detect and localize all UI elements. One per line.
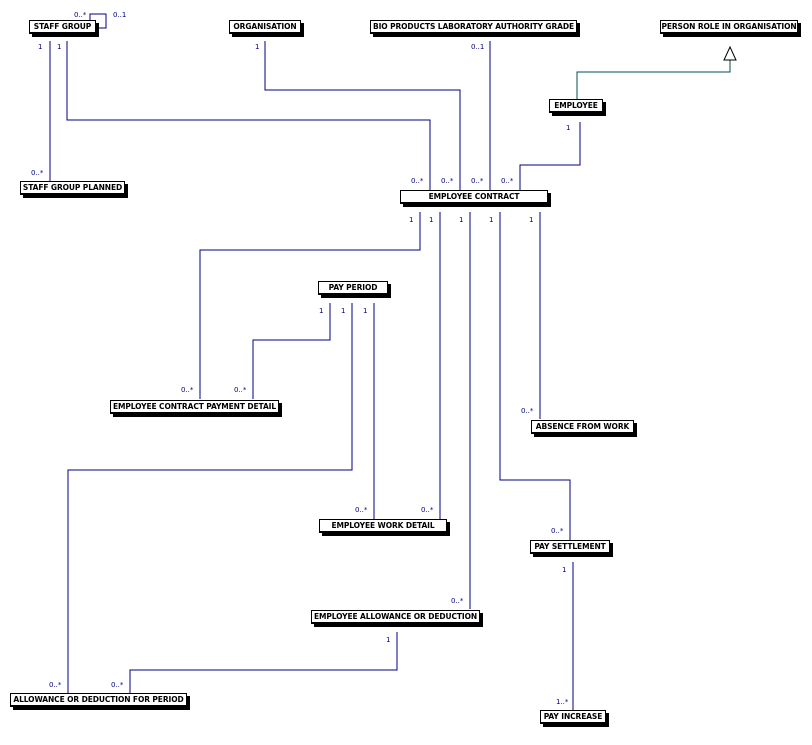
entity-label: STAFF GROUP bbox=[33, 22, 92, 31]
entity-employee-contract[interactable]: EMPLOYEE CONTRACT bbox=[400, 190, 548, 204]
mult-staff-group-self-many: 0..* bbox=[74, 11, 87, 19]
mult-organisation-one: 1 bbox=[255, 43, 260, 51]
generalization-arrowhead bbox=[723, 45, 737, 61]
mult-contract-many-grade: 0..* bbox=[471, 177, 484, 185]
entity-label: ABSENCE FROM WORK bbox=[535, 422, 630, 431]
assoc-contract-payment-detail bbox=[199, 212, 421, 399]
entity-label: EMPLOYEE bbox=[554, 101, 598, 110]
entity-label: PAY SETTLEMENT bbox=[534, 542, 606, 551]
mult-payment-detail-many-2: 0..* bbox=[234, 386, 247, 394]
mult-payment-detail-many-1: 0..* bbox=[181, 386, 194, 394]
mult-pay-period-one-1: 1 bbox=[319, 307, 324, 315]
mult-contract-one-4: 1 bbox=[489, 216, 494, 224]
entity-staff-group[interactable]: STAFF GROUP bbox=[29, 20, 96, 34]
entity-label: PAY PERIOD bbox=[328, 283, 378, 292]
entity-label: STAFF GROUP PLANNED bbox=[22, 183, 123, 192]
mult-staff-group-planned-many: 0..* bbox=[31, 169, 44, 177]
generalization-employee-person-role bbox=[576, 60, 731, 100]
mult-pay-increase-many: 1..* bbox=[556, 698, 569, 706]
assoc-contract-pay-settlement bbox=[499, 212, 571, 540]
entity-label: EMPLOYEE WORK DETAIL bbox=[331, 521, 435, 530]
entity-staff-group-planned[interactable]: STAFF GROUP PLANNED bbox=[20, 181, 125, 195]
assoc-staff-group-contract bbox=[66, 41, 431, 190]
entity-pay-period[interactable]: PAY PERIOD bbox=[318, 281, 388, 295]
mult-contract-many-organisation: 0..* bbox=[441, 177, 454, 185]
mult-grade-optional: 0..1 bbox=[471, 43, 485, 51]
mult-staff-group-one-b: 1 bbox=[57, 43, 62, 51]
entity-pay-increase[interactable]: PAY INCREASE bbox=[540, 710, 606, 724]
assoc-payperiod-allowance-period bbox=[67, 303, 353, 693]
mult-allowance-many: 0..* bbox=[451, 597, 464, 605]
mult-contract-one-3: 1 bbox=[459, 216, 464, 224]
entity-contract-payment-detail[interactable]: EMPLOYEE CONTRACT PAYMENT DETAIL bbox=[110, 400, 279, 414]
mult-staff-group-one-a: 1 bbox=[38, 43, 43, 51]
assoc-employee-contract bbox=[519, 122, 581, 190]
assoc-payperiod-payment-detail bbox=[252, 303, 331, 399]
mult-contract-many-employee: 0..* bbox=[501, 177, 514, 185]
entity-label: EMPLOYEE CONTRACT bbox=[428, 192, 520, 201]
entity-employee-work-detail[interactable]: EMPLOYEE WORK DETAIL bbox=[319, 519, 447, 533]
mult-contract-one-2: 1 bbox=[429, 216, 434, 224]
entity-absence-from-work[interactable]: ABSENCE FROM WORK bbox=[531, 420, 634, 434]
entity-employee-allowance-deduction[interactable]: EMPLOYEE ALLOWANCE OR DEDUCTION bbox=[311, 610, 480, 624]
mult-absence-many: 0..* bbox=[521, 407, 534, 415]
mult-pay-period-one-3: 1 bbox=[363, 307, 368, 315]
mult-staff-group-self-one: 0..1 bbox=[113, 11, 127, 19]
mult-pay-period-one-2: 1 bbox=[341, 307, 346, 315]
mult-allowance-period-many-1: 0..* bbox=[49, 681, 62, 689]
entity-employee[interactable]: EMPLOYEE bbox=[549, 99, 603, 113]
mult-pay-settlement-many: 0..* bbox=[551, 527, 564, 535]
mult-employee-one: 1 bbox=[566, 124, 571, 132]
entity-allowance-deduction-period[interactable]: ALLOWANCE OR DEDUCTION FOR PERIOD bbox=[10, 693, 187, 707]
entity-label: ALLOWANCE OR DEDUCTION FOR PERIOD bbox=[13, 695, 184, 704]
entity-organisation[interactable]: ORGANISATION bbox=[229, 20, 301, 34]
assoc-allowance-period bbox=[129, 632, 398, 693]
mult-pay-settlement-one: 1 bbox=[562, 566, 567, 574]
entity-label: EMPLOYEE ALLOWANCE OR DEDUCTION bbox=[313, 612, 478, 621]
entity-pay-settlement[interactable]: PAY SETTLEMENT bbox=[530, 540, 610, 554]
entity-bio-products-grade[interactable]: BIO PRODUCTS LABORATORY AUTHORITY GRADE bbox=[370, 20, 577, 34]
entity-label: ORGANISATION bbox=[233, 22, 297, 31]
mult-contract-many-staff-group: 0..* bbox=[411, 177, 424, 185]
mult-work-detail-many-2: 0..* bbox=[421, 506, 434, 514]
assoc-organisation-contract bbox=[264, 41, 461, 190]
entity-label: BIO PRODUCTS LABORATORY AUTHORITY GRADE bbox=[372, 22, 574, 31]
entity-person-role[interactable]: PERSON ROLE IN ORGANISATION bbox=[660, 20, 798, 34]
entity-label: PAY INCREASE bbox=[543, 712, 603, 721]
entity-label: PERSON ROLE IN ORGANISATION bbox=[661, 22, 797, 31]
mult-allowance-one: 1 bbox=[386, 636, 391, 644]
mult-contract-one-1: 1 bbox=[409, 216, 414, 224]
entity-label: EMPLOYEE CONTRACT PAYMENT DETAIL bbox=[112, 402, 277, 411]
mult-work-detail-many-1: 0..* bbox=[355, 506, 368, 514]
mult-allowance-period-many-2: 0..* bbox=[111, 681, 124, 689]
mult-contract-one-5: 1 bbox=[529, 216, 534, 224]
